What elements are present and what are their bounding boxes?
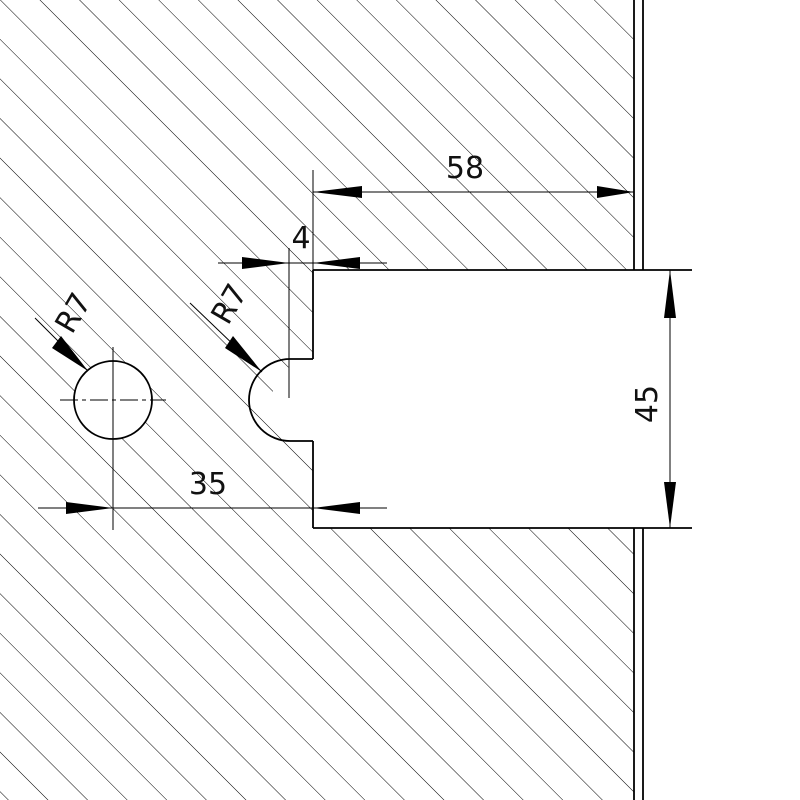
dimension-35: 35 — [38, 467, 387, 514]
dimension-4-label: 4 — [291, 221, 310, 256]
cutout-outline — [248, 269, 692, 529]
plate-edges — [633, 0, 644, 800]
dimension-58: 58 — [312, 151, 634, 270]
dimension-45-label: 45 — [630, 385, 665, 423]
dimension-35-label: 35 — [189, 467, 227, 502]
dimension-58-label: 58 — [446, 151, 484, 186]
left-hole — [60, 347, 166, 530]
dimension-4: 4 — [218, 221, 387, 398]
dimension-45: 45 — [630, 270, 676, 528]
